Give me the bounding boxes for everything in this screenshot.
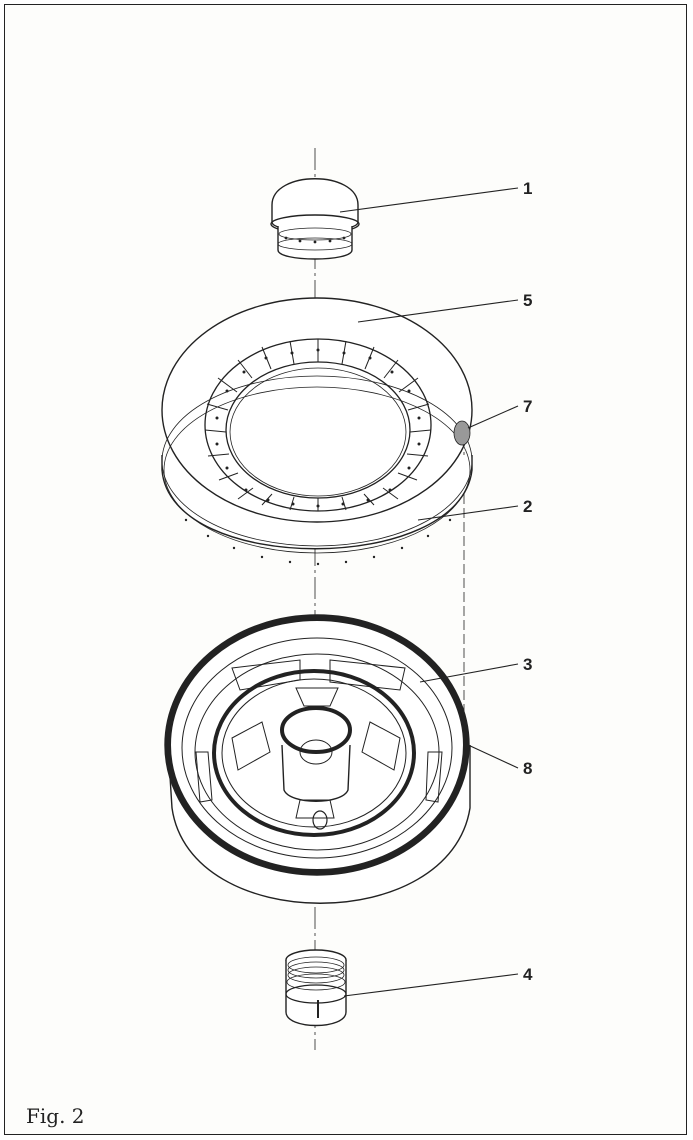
- callout-4: 4: [523, 965, 533, 984]
- part-7-marker: [453, 420, 471, 446]
- leader-7: [467, 405, 519, 429]
- leader-3: [419, 663, 519, 683]
- leader-4: [343, 973, 519, 997]
- leader-8: [465, 743, 519, 769]
- figure-caption: Fig. 2: [26, 1104, 85, 1128]
- callout-7: 7: [523, 397, 532, 416]
- part-2-burner-ring: [161, 297, 473, 566]
- leader-5: [357, 299, 519, 323]
- part-1-cap: [270, 178, 360, 260]
- callout-8: 8: [523, 759, 532, 778]
- callout-2: 2: [523, 497, 532, 516]
- part-4-nozzle-sleeve: [285, 949, 347, 1027]
- leader-2: [417, 505, 519, 521]
- callout-3: 3: [523, 655, 532, 674]
- leader-1: [339, 187, 519, 213]
- part-3-burner-base: [164, 614, 471, 904]
- callout-1: 1: [523, 179, 532, 198]
- callout-5: 5: [523, 291, 532, 310]
